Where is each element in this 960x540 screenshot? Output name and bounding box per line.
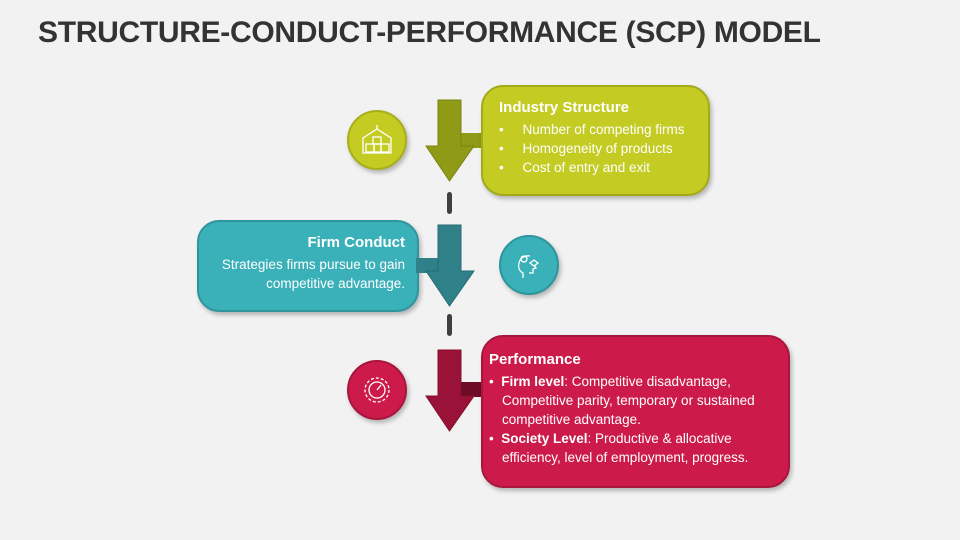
conduct-box: Firm Conduct Strategies firms pursue to … xyxy=(197,220,419,312)
structure-box: Industry Structure • Number of competing… xyxy=(481,85,710,196)
page-title: STRUCTURE-CONDUCT-PERFORMANCE (SCP) MODE… xyxy=(38,16,821,49)
dash-connector xyxy=(447,192,452,214)
conduct-heading: Firm Conduct xyxy=(307,234,406,251)
list-item: • Society Level: Productive & allocative… xyxy=(489,431,749,465)
performance-icon-circle xyxy=(347,360,407,420)
dash-connector xyxy=(447,314,452,336)
list-item: • Firm level: Competitive disadvantage, … xyxy=(489,374,755,427)
conduct-icon-circle xyxy=(499,235,559,295)
conduct-text: Strategies firms pursue to gain competit… xyxy=(221,257,405,291)
performance-heading: Performance xyxy=(489,351,581,368)
structure-arrow xyxy=(425,99,475,182)
head-gears-icon xyxy=(517,255,540,278)
list-item: • Number of competing firms xyxy=(499,122,685,137)
performance-arrow xyxy=(425,349,475,432)
list-item: • Cost of entry and exit xyxy=(499,160,651,175)
list-item: • Homogeneity of products xyxy=(499,141,673,156)
conduct-arrow xyxy=(425,224,475,307)
gear-gauge-icon xyxy=(364,377,390,403)
structure-icon-circle xyxy=(347,110,407,170)
structure-heading: Industry Structure xyxy=(499,99,630,116)
warehouse-icon xyxy=(362,125,392,154)
performance-box: Performance • Firm level: Competitive di… xyxy=(481,335,790,488)
